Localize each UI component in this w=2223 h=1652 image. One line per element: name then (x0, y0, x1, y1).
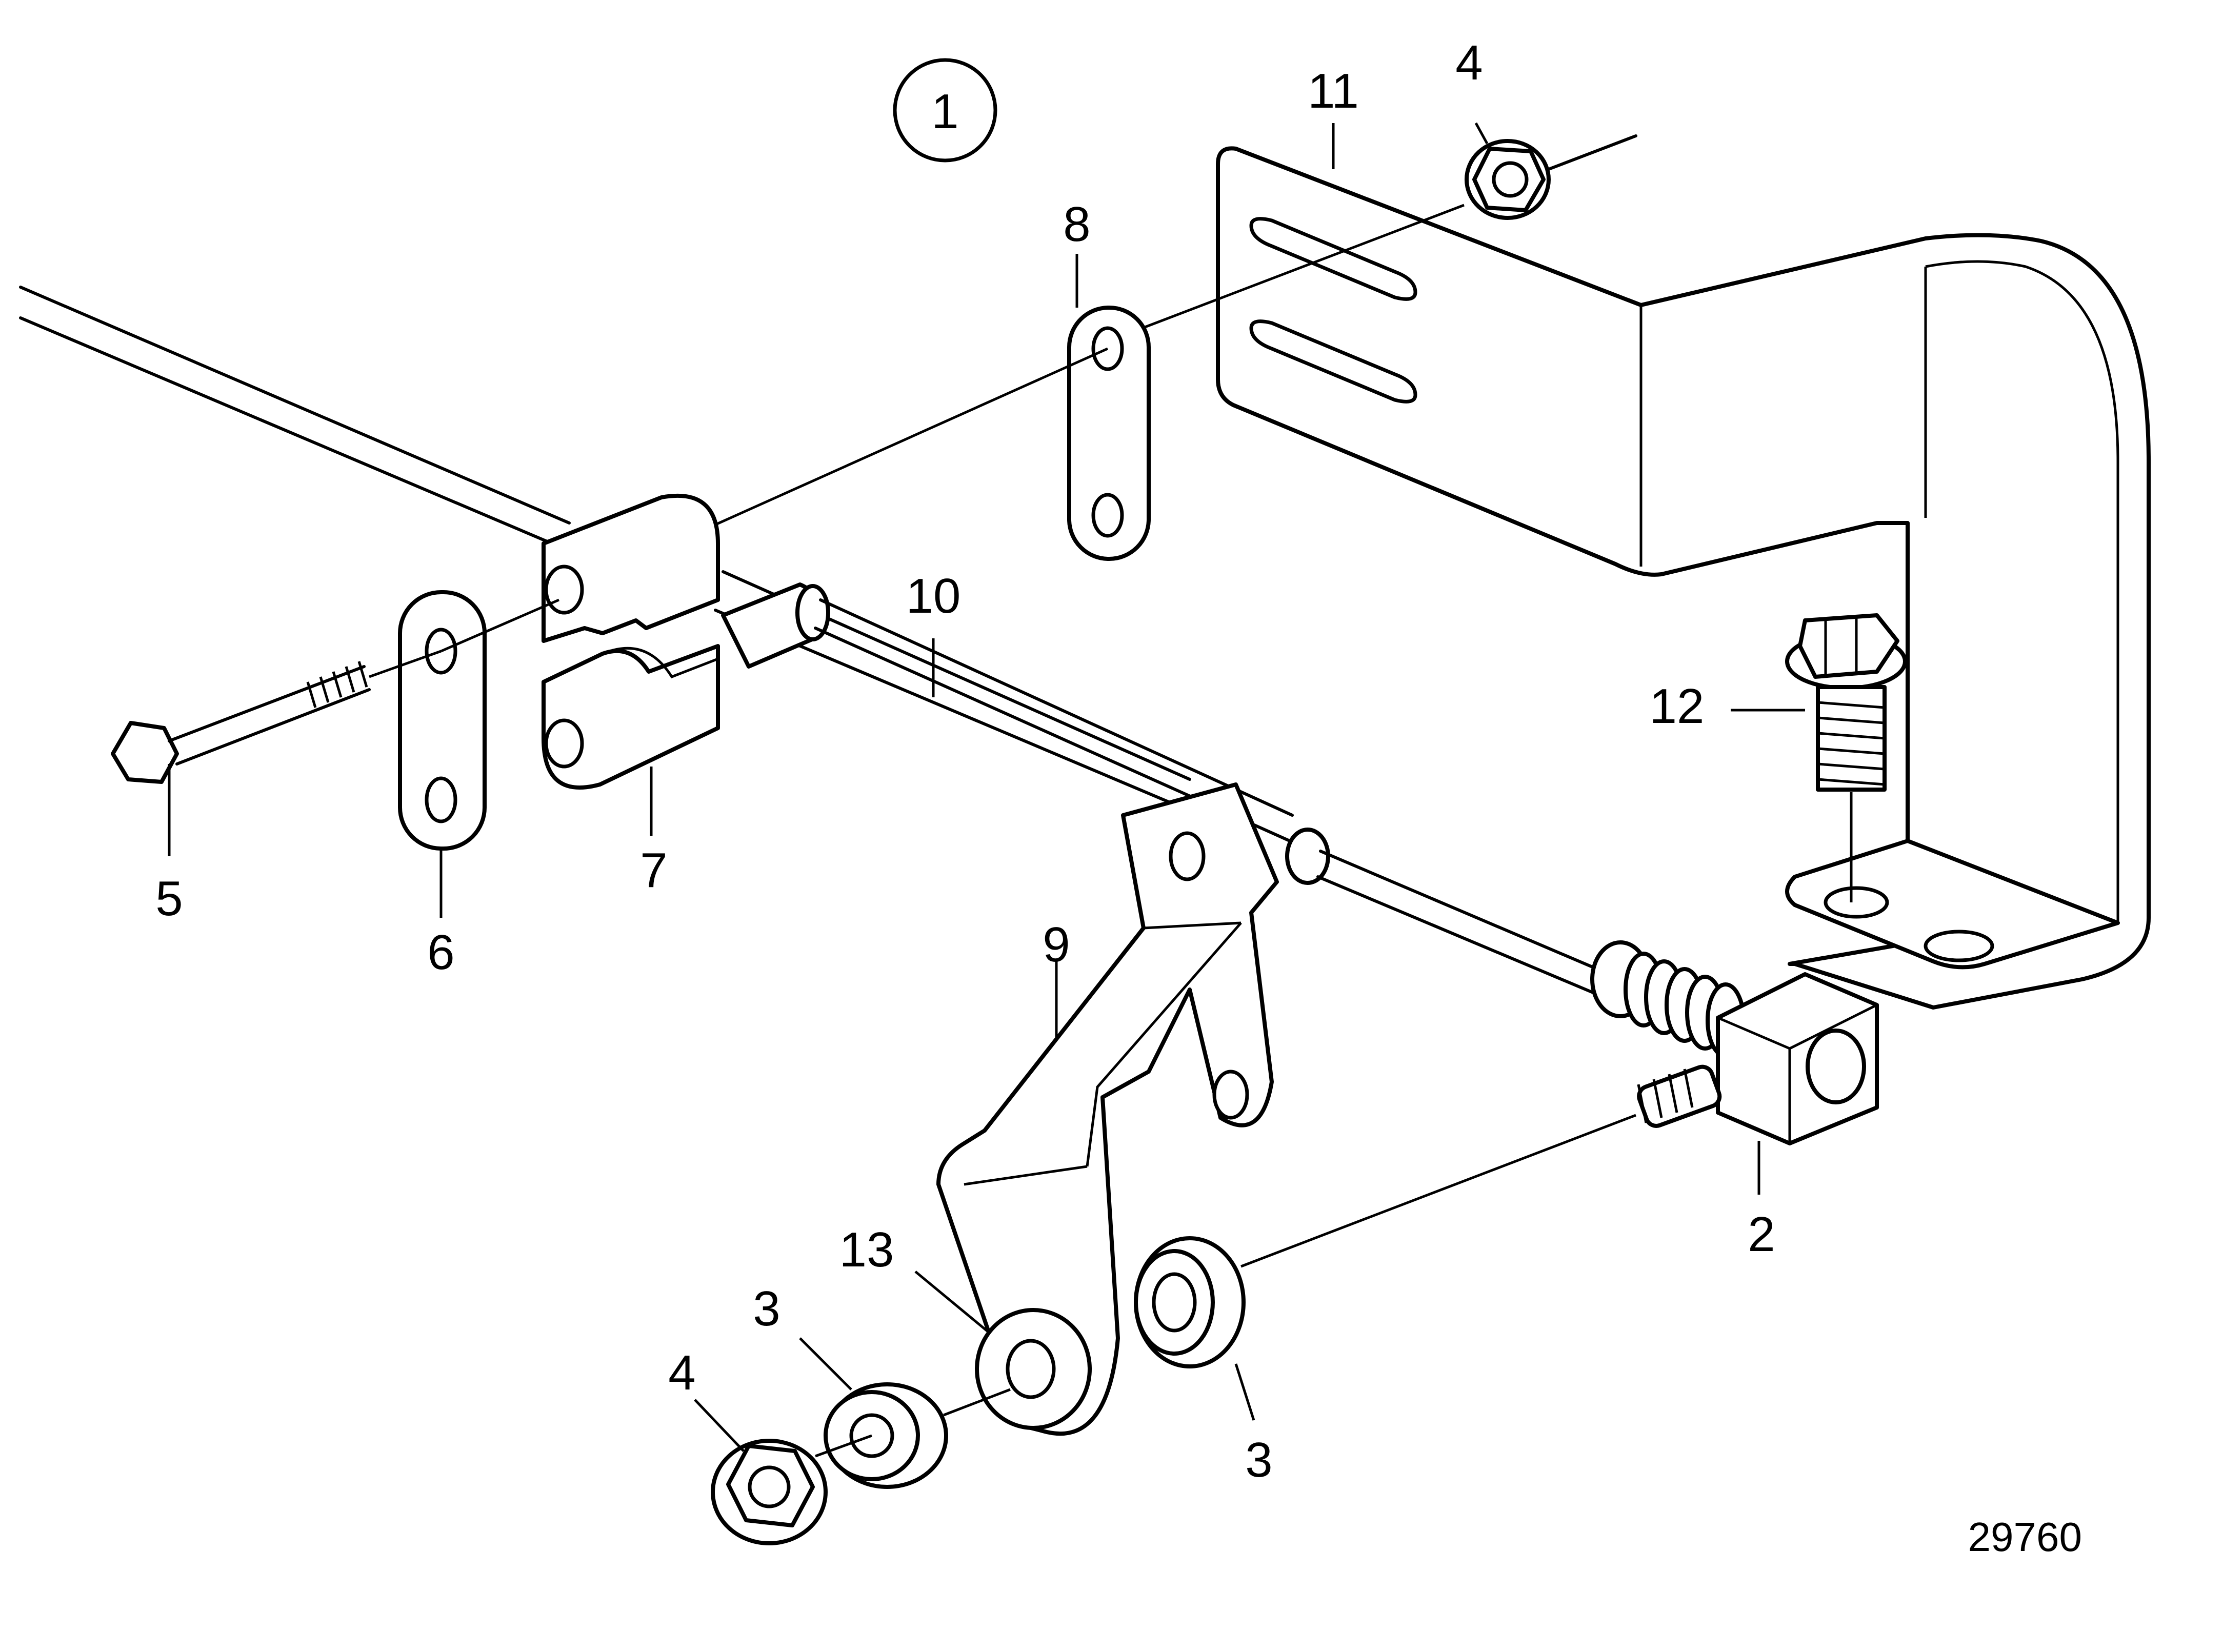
link-plate-rear (707, 306, 1151, 561)
callout-3-rear: 3 (1245, 1433, 1272, 1487)
washer-rear (1134, 1236, 1246, 1368)
leader-lines (168, 122, 1805, 1452)
spring (1590, 940, 1746, 1058)
callout-2: 2 (1748, 1207, 1775, 1262)
bracket (1216, 146, 2151, 1010)
bolt-thread (1817, 701, 1885, 786)
callout-12: 12 (1650, 679, 1705, 734)
callout-4-bottom: 4 (668, 1345, 695, 1400)
callout-11: 11 (1308, 64, 1359, 118)
figure-number: 1 (931, 84, 958, 139)
callout-3-front: 3 (753, 1281, 780, 1336)
callout-13: 13 (839, 1222, 894, 1277)
lever-arm (936, 782, 1279, 1436)
callout-6: 6 (427, 925, 454, 980)
stud-thread (1637, 1069, 1694, 1123)
callout-4-top: 4 (1455, 35, 1483, 90)
figure-number-badge: 1 (893, 58, 997, 163)
flange-nut-top (1115, 134, 1637, 340)
washer-front (815, 1382, 1011, 1489)
bolt-thread (306, 661, 368, 708)
callout-5: 5 (155, 871, 183, 926)
bracket-bolt (1785, 613, 1907, 902)
callout-10: 10 (906, 569, 961, 623)
clamp-bolt (111, 650, 442, 784)
link-plate-front (398, 590, 559, 851)
cable-clamp (542, 493, 720, 790)
flange-nut-bottom (711, 1439, 828, 1545)
callout-9: 9 (1043, 917, 1070, 972)
callouts: 11 4 8 10 12 5 6 7 9 2 13 3 4 3 (155, 35, 1775, 1487)
figure-id: 29760 (1968, 1514, 2082, 1560)
ball-joint (1240, 828, 1879, 1268)
callout-7: 7 (640, 843, 667, 898)
callout-8: 8 (1063, 197, 1090, 252)
